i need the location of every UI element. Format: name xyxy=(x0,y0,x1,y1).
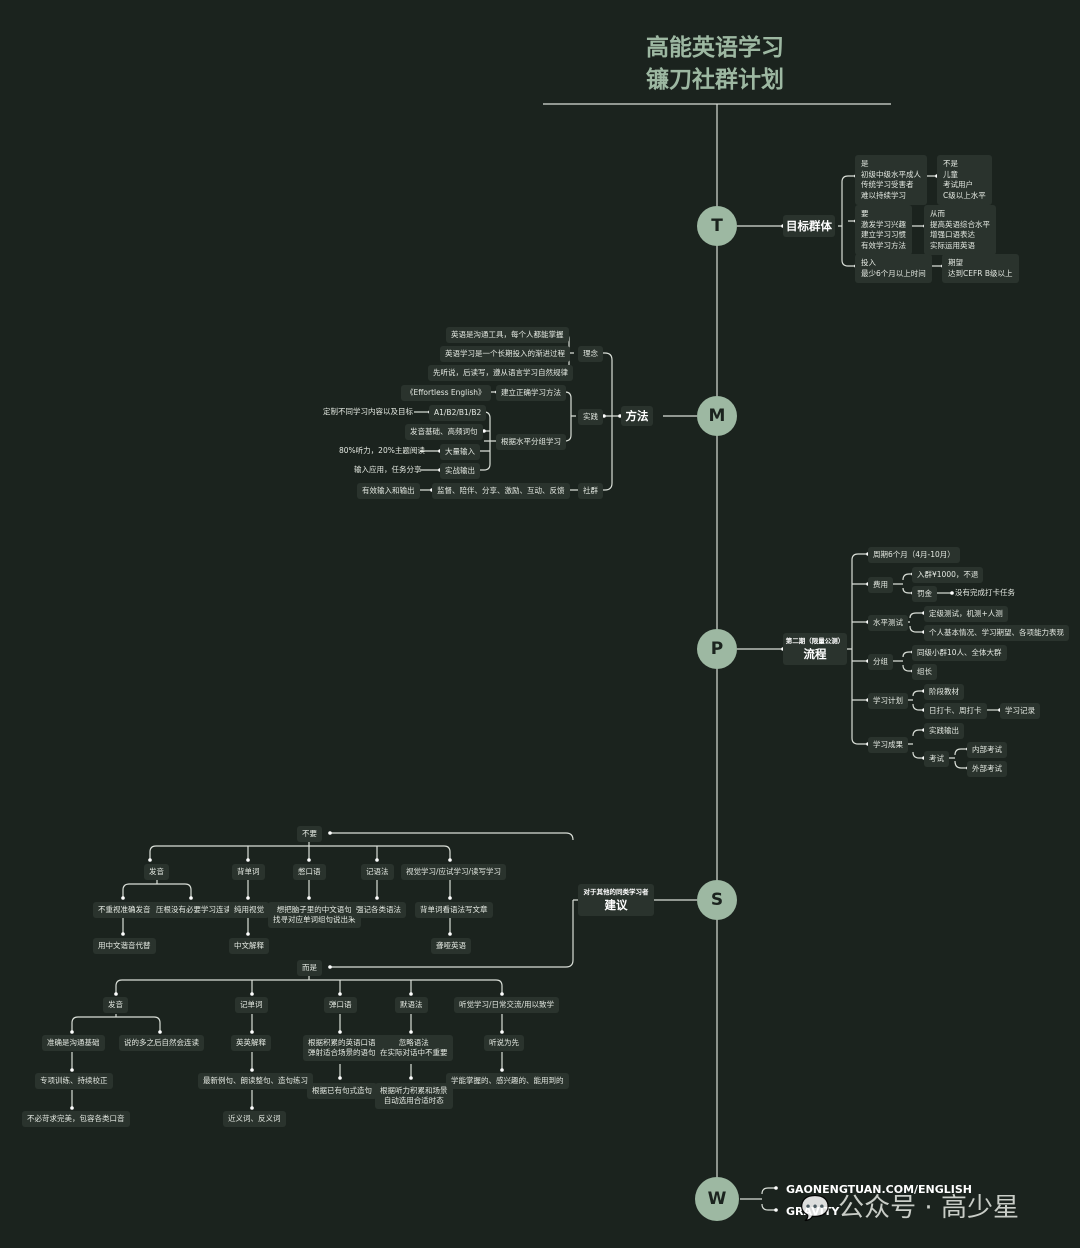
s-dont-vocab[interactable]: 背单词 xyxy=(232,864,265,880)
p-result-1[interactable]: 实践输出 xyxy=(924,723,964,739)
s-but-pronunciation-b[interactable]: 说的多之后自然会连读 xyxy=(119,1035,204,1051)
s-but-grammar-a[interactable]: 忽略语法 在实际对话中不重要 xyxy=(375,1035,453,1061)
m-idea-2[interactable]: 英语学习是一个长期投入的渐进过程 xyxy=(440,346,570,362)
title-line-2: 镰刀社群计划 xyxy=(646,67,784,93)
s-dont-vocab-a-1[interactable]: 中文解释 xyxy=(229,938,269,954)
s-but-listening[interactable]: 听觉学习/日常交流/用以致学 xyxy=(454,997,560,1013)
s-but-vocab-a[interactable]: 英英解释 xyxy=(231,1035,271,1051)
m-practice-group-c[interactable]: 80%听力，20%主题阅读 xyxy=(339,446,425,455)
m-community-1-a[interactable]: 有效输入和输出 xyxy=(357,483,420,499)
p-group[interactable]: 分组 xyxy=(868,654,893,670)
branch-process-small: 第二期（限量公测） xyxy=(785,637,845,645)
s-but-pronunciation-a[interactable]: 准确是沟通基础 xyxy=(42,1035,105,1051)
branch-process[interactable]: 第二期（限量公测） 流程 xyxy=(783,633,847,665)
s-but-vocab-a-1[interactable]: 最新例句、朗读整句、造句练习 xyxy=(198,1073,313,1089)
m-practice-group-c-value[interactable]: 大量输入 xyxy=(440,444,480,460)
s-dont-pronunciation-b[interactable]: 压根没有必要学习连读 xyxy=(151,902,236,918)
p-fee-1[interactable]: 入群¥1000，不退 xyxy=(912,567,984,583)
t-group-3-b[interactable]: 期望 达到CEFR B级以上 xyxy=(942,254,1019,283)
node-s[interactable]: S xyxy=(697,880,737,920)
s-but-pronunciation[interactable]: 发音 xyxy=(103,997,128,1013)
s-dont-speaking[interactable]: 憋口语 xyxy=(293,864,326,880)
t-group-2-b[interactable]: 从而 提高英语综合水平 增强口语表达 实际运用英语 xyxy=(924,205,996,255)
p-plan[interactable]: 学习计划 xyxy=(868,693,908,709)
p-level-1[interactable]: 定级测试，机测+人测 xyxy=(924,606,1008,622)
s-dont-visual-a[interactable]: 背单词看语法写文章 xyxy=(415,902,493,918)
s-but-listening-a[interactable]: 听说为先 xyxy=(484,1035,524,1051)
p-level-test[interactable]: 水平测试 xyxy=(868,615,908,631)
watermark: 💬 公众号 · 高少星 xyxy=(800,1187,1019,1224)
p-result-2[interactable]: 考试 xyxy=(924,751,949,767)
p-result[interactable]: 学习成果 xyxy=(868,737,908,753)
branch-advice-small: 对于其他的同类学习者 xyxy=(583,888,649,896)
m-practice-group-b[interactable]: 发音基础、高频词句 xyxy=(405,424,483,440)
p-fee[interactable]: 费用 xyxy=(868,577,893,593)
p-result-2-b[interactable]: 外部考试 xyxy=(967,761,1007,777)
s-but-pronunciation-a-1[interactable]: 专项训练、持续校正 xyxy=(35,1073,113,1089)
s-but-vocab[interactable]: 记单词 xyxy=(235,997,268,1013)
p-plan-2-a[interactable]: 学习记录 xyxy=(1000,703,1040,719)
s-dont-pronunciation-a-1[interactable]: 用中文谐音代替 xyxy=(93,938,156,954)
node-t[interactable]: T xyxy=(697,206,737,246)
t-group-3[interactable]: 投入 最少6个月以上时间 xyxy=(855,254,932,283)
m-practice[interactable]: 实践 xyxy=(578,409,603,425)
p-fee-2-a[interactable]: 没有完成打卡任务 xyxy=(955,588,1015,597)
wechat-icon: 💬 xyxy=(800,1194,830,1222)
p-group-1[interactable]: 同级小群10人、全体大群 xyxy=(912,645,1007,661)
s-dont-visual[interactable]: 视觉学习/应试学习/读写学习 xyxy=(401,864,507,880)
m-practice-group-d-value[interactable]: 实战输出 xyxy=(440,463,480,479)
s-but-speaking-a[interactable]: 根据积累的英语口语 弹射适合场景的语句 xyxy=(303,1035,381,1061)
branch-advice[interactable]: 对于其他的同类学习者 建议 xyxy=(578,884,654,916)
s-dont-grammar[interactable]: 记语法 xyxy=(361,864,394,880)
page-title: 高能英语学习 镰刀社群计划 xyxy=(600,32,830,96)
branch-process-label: 流程 xyxy=(803,647,827,661)
node-m[interactable]: M xyxy=(697,396,737,436)
p-plan-2[interactable]: 日打卡、周打卡 xyxy=(924,703,987,719)
p-group-2[interactable]: 组长 xyxy=(912,664,937,680)
s-but-speaking-a-1[interactable]: 根据已有句式造句 xyxy=(307,1083,377,1099)
p-fee-2[interactable]: 罚金 xyxy=(912,586,937,602)
s-but[interactable]: 而是 xyxy=(297,960,322,976)
branch-advice-label: 建议 xyxy=(604,898,628,912)
s-but-vocab-a-2[interactable]: 近义词、反义词 xyxy=(223,1111,286,1127)
s-dont-speaking-a[interactable]: 想把脑子里的中文语句 找寻对应单词组句说出来 xyxy=(268,902,361,928)
s-but-grammar[interactable]: 默语法 xyxy=(395,997,428,1013)
m-practice-book[interactable]: 《Effortless English》 xyxy=(401,385,491,401)
s-dont-visual-a-1[interactable]: 聋哑英语 xyxy=(431,938,471,954)
m-practice-book-b[interactable]: 建立正确学习方法 xyxy=(496,385,566,401)
p-result-2-a[interactable]: 内部考试 xyxy=(967,742,1007,758)
m-community[interactable]: 社群 xyxy=(578,483,603,499)
p-period[interactable]: 周期6个月（4月-10月） xyxy=(868,547,960,563)
branch-method[interactable]: 方法 xyxy=(621,406,653,426)
w-link-gravity[interactable]: GRAVITY xyxy=(786,1205,840,1218)
m-practice-group[interactable]: 根据水平分组学习 xyxy=(496,434,566,450)
s-but-grammar-a-1[interactable]: 根据听力积累和场景 自动选用合适时态 xyxy=(375,1083,453,1109)
s-dont[interactable]: 不要 xyxy=(297,826,322,842)
m-community-1[interactable]: 监督、陪伴、分享、激励、互动、反馈 xyxy=(432,483,570,499)
m-practice-group-d[interactable]: 输入应用，任务分享 xyxy=(354,465,422,474)
s-but-speaking[interactable]: 弹口语 xyxy=(324,997,357,1013)
node-w[interactable]: W xyxy=(695,1177,739,1221)
m-practice-group-a-level[interactable]: A1/B2/B1/B2 xyxy=(429,405,487,421)
watermark-text: 公众号 · 高少星 xyxy=(838,1193,1019,1223)
s-but-listening-a-1[interactable]: 学能掌握的、感兴趣的、能用到的 xyxy=(446,1073,569,1089)
p-level-2[interactable]: 个人基本情况、学习期望、各项能力表现 xyxy=(924,625,1069,641)
m-idea-1[interactable]: 英语是沟通工具，每个人都能掌握 xyxy=(446,327,569,343)
s-dont-grammar-a[interactable]: 强记各类语法 xyxy=(351,902,406,918)
m-idea[interactable]: 理念 xyxy=(578,346,603,362)
branch-target-group[interactable]: 目标群体 xyxy=(783,215,835,237)
m-idea-3[interactable]: 先听说，后读写，遵从语言学习自然规律 xyxy=(428,365,573,381)
s-dont-pronunciation-a[interactable]: 不重视准确发音 xyxy=(93,902,156,918)
t-group-1[interactable]: 是 初级中级水平成人 传统学习受害者 难以持续学习 xyxy=(855,155,927,205)
s-dont-vocab-a[interactable]: 纯用视觉 xyxy=(229,902,269,918)
w-link-website[interactable]: GAONENGTUAN.COM/ENGLISH xyxy=(786,1183,973,1196)
p-plan-1[interactable]: 阶段教材 xyxy=(924,684,964,700)
m-practice-group-a[interactable]: 定制不同学习内容以及目标 xyxy=(323,407,413,416)
title-line-1: 高能英语学习 xyxy=(646,35,784,61)
t-group-2[interactable]: 要 激发学习兴趣 建立学习习惯 有效学习方法 xyxy=(855,205,912,255)
s-dont-pronunciation[interactable]: 发音 xyxy=(144,864,169,880)
s-but-pronunciation-a-2[interactable]: 不必苛求完美，包容各类口音 xyxy=(22,1111,130,1127)
node-p[interactable]: P xyxy=(697,629,737,669)
t-group-1-b[interactable]: 不是 儿童 考试用户 C级以上水平 xyxy=(937,155,992,205)
